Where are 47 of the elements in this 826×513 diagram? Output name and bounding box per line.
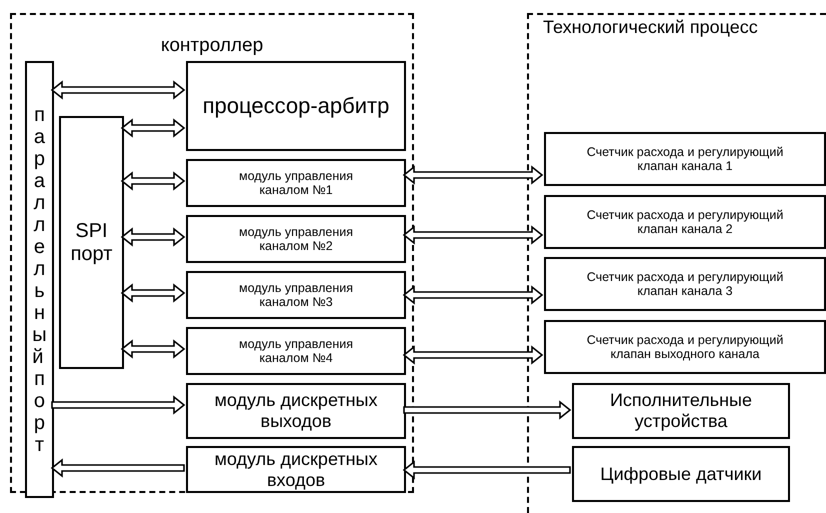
module-box — [544, 257, 826, 311]
process-region — [527, 13, 826, 513]
box-label: Счетчик расхода и регулирующий клапан канала 1 — [586, 144, 784, 174]
bus-arrow — [120, 171, 186, 191]
module-box — [544, 320, 826, 374]
box-label: Счетчик расхода и регулирующий клапан выходного канала — [586, 332, 784, 362]
box-label: процессор-арбитр — [202, 93, 390, 119]
module-box — [186, 271, 406, 319]
bus-arrow — [120, 339, 186, 359]
bus-arrow — [120, 283, 186, 303]
module-box — [186, 327, 406, 375]
box-label: Счетчик расхода и регулирующий клапан канала 3 — [586, 270, 784, 298]
bus-arrow — [50, 458, 185, 478]
box-label: Исполнительные устройства — [608, 390, 754, 432]
bus-arrow — [403, 400, 572, 420]
bus-arrow — [120, 118, 186, 138]
bus-arrow — [120, 227, 186, 247]
module-box — [186, 383, 406, 439]
vertical-label: параллельный порт — [32, 104, 47, 456]
port-bar — [25, 61, 54, 498]
group-heading: контроллер — [160, 35, 264, 57]
bus-arrow — [51, 395, 186, 415]
module-box — [186, 215, 406, 263]
module-box — [186, 446, 406, 493]
box-label: Цифровые датчики — [600, 464, 762, 484]
module-box — [572, 446, 790, 502]
box-label: модуль управления каналом №2 — [238, 224, 354, 254]
box-label: модуль управления каналом №3 — [238, 280, 354, 310]
box-label: модуль дискретных выходов — [214, 390, 378, 432]
bus-arrow — [402, 345, 544, 365]
box-label: модуль дискретных входов — [214, 448, 378, 490]
bus-arrow — [402, 225, 544, 245]
box-label: Счетчик расхода и регулирующий клапан канала 2 — [586, 208, 784, 236]
bus-arrow — [402, 460, 571, 480]
module-box — [186, 159, 406, 207]
box-label: модуль управления каналом №4 — [238, 336, 354, 366]
module-box — [59, 116, 124, 369]
module-box — [572, 383, 790, 439]
module-box — [186, 61, 406, 151]
box-label: SPI порт — [70, 220, 114, 266]
bus-arrow — [402, 285, 544, 305]
bus-arrow — [50, 80, 186, 100]
box-label: модуль управления каналом №1 — [238, 168, 354, 198]
group-heading: Технологический процесс — [543, 17, 758, 38]
bus-arrow — [402, 165, 544, 185]
module-box — [544, 195, 826, 249]
module-box — [544, 132, 826, 186]
